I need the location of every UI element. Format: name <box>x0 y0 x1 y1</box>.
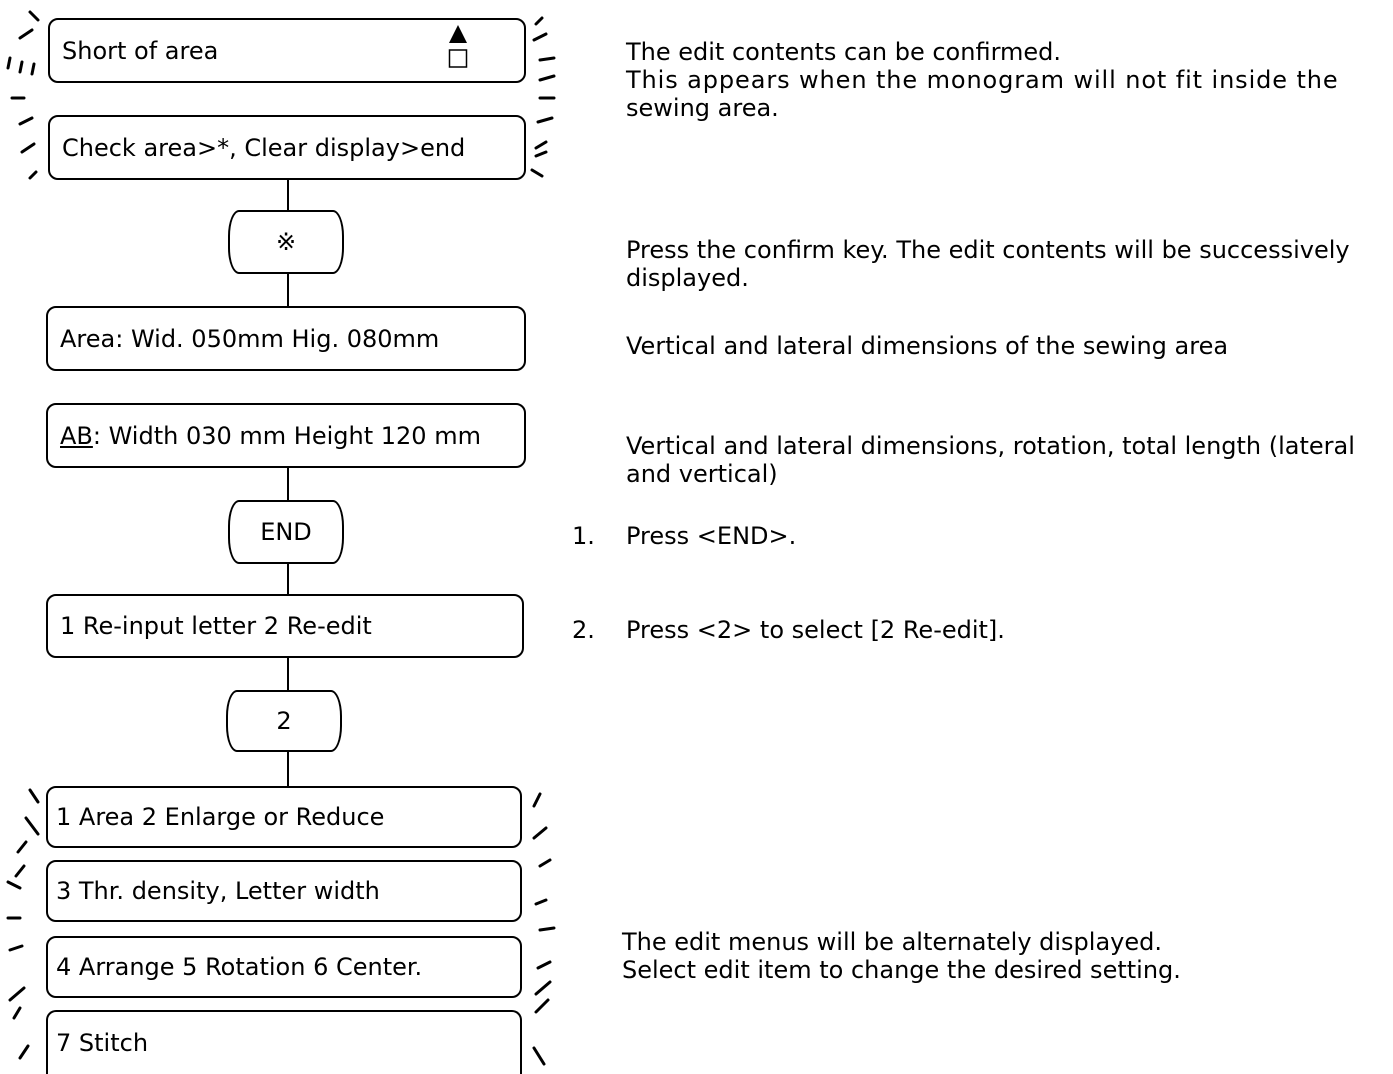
description-line: displayed. <box>626 264 749 292</box>
panel-text: 1 Re-input letter 2 Re-edit <box>60 612 372 640</box>
description-line: Select edit item to change the desired s… <box>622 956 1181 984</box>
panel-check-area: Check area>*, Clear display>end <box>48 115 526 180</box>
blink-marks-bottom <box>6 788 556 1066</box>
panel-menu-4: 7 Stitch <box>46 1010 522 1074</box>
step-number: 1. <box>572 522 595 550</box>
panel-short-of-area: Short of area <box>48 18 526 83</box>
description-area: Vertical and lateral dimensions of the s… <box>626 332 1228 360</box>
description-press-confirm: Press the confirm key. The edit contents… <box>626 236 1350 292</box>
panel-text: 7 Stitch <box>56 1029 149 1057</box>
panel-menu-1: 1 Area 2 Enlarge or Reduce <box>46 786 522 848</box>
panel-text: 3 Thr. density, Letter width <box>56 877 380 905</box>
panel-prefix: AB <box>60 421 93 450</box>
panel-ab-dimensions: AB: Width 030 mm Height 120 mm <box>46 403 526 468</box>
two-key[interactable]: 2 <box>226 690 342 752</box>
description-ab: Vertical and lateral dimensions, rotatio… <box>626 432 1355 488</box>
panel-text: Short of area <box>62 36 219 65</box>
panel-menu-2: 3 Thr. density, Letter width <box>46 860 522 922</box>
panel-text: 4 Arrange 5 Rotation 6 Center. <box>56 953 423 981</box>
scroll-indicator <box>448 25 468 68</box>
description-line: This appears when the monogram will not … <box>626 66 1339 94</box>
description-line: Press the confirm key. The edit contents… <box>626 236 1350 264</box>
description-confirm: The edit contents can be confirmed. This… <box>626 38 1339 122</box>
panel-text: Area: Wid. 050mm Hig. 080mm <box>60 324 440 353</box>
panel-reinput-menu: 1 Re-input letter 2 Re-edit <box>46 594 524 658</box>
panel-menu-3: 4 Arrange 5 Rotation 6 Center. <box>46 936 522 998</box>
description-line: and vertical) <box>626 460 778 488</box>
two-key-label: 2 <box>276 707 292 735</box>
up-triangle-icon <box>449 25 467 43</box>
panel-text: : Width 030 mm Height 120 mm <box>92 421 481 450</box>
description-line: The edit menus will be alternately displ… <box>622 928 1162 956</box>
description-line: Vertical and lateral dimensions, rotatio… <box>626 432 1355 460</box>
description-line: Vertical and lateral dimensions of the s… <box>626 332 1229 360</box>
confirm-key[interactable]: ※ <box>228 210 344 274</box>
panel-text: Check area>*, Clear display>end <box>62 133 466 162</box>
end-key-label: END <box>260 518 312 546</box>
step-text: Press <END>. <box>626 522 797 550</box>
blink-marks-top <box>6 10 556 180</box>
empty-square-icon <box>448 49 468 68</box>
description-line: The edit contents can be confirmed. <box>626 38 1062 66</box>
confirm-key-label: ※ <box>275 228 297 256</box>
step-number: 2. <box>572 616 595 644</box>
step-2: 2. Press <2> to select [2 Re-edit]. <box>572 616 1005 644</box>
description-line: sewing area. <box>626 94 779 122</box>
panel-text: 1 Area 2 Enlarge or Reduce <box>56 803 385 831</box>
step-text: Press <2> to select [2 Re-edit]. <box>626 616 1005 644</box>
panel-area-dimensions: Area: Wid. 050mm Hig. 080mm <box>46 306 526 371</box>
end-key[interactable]: END <box>228 500 344 564</box>
step-1: 1. Press <END>. <box>572 522 796 550</box>
description-menus: The edit menus will be alternately displ… <box>622 928 1181 984</box>
